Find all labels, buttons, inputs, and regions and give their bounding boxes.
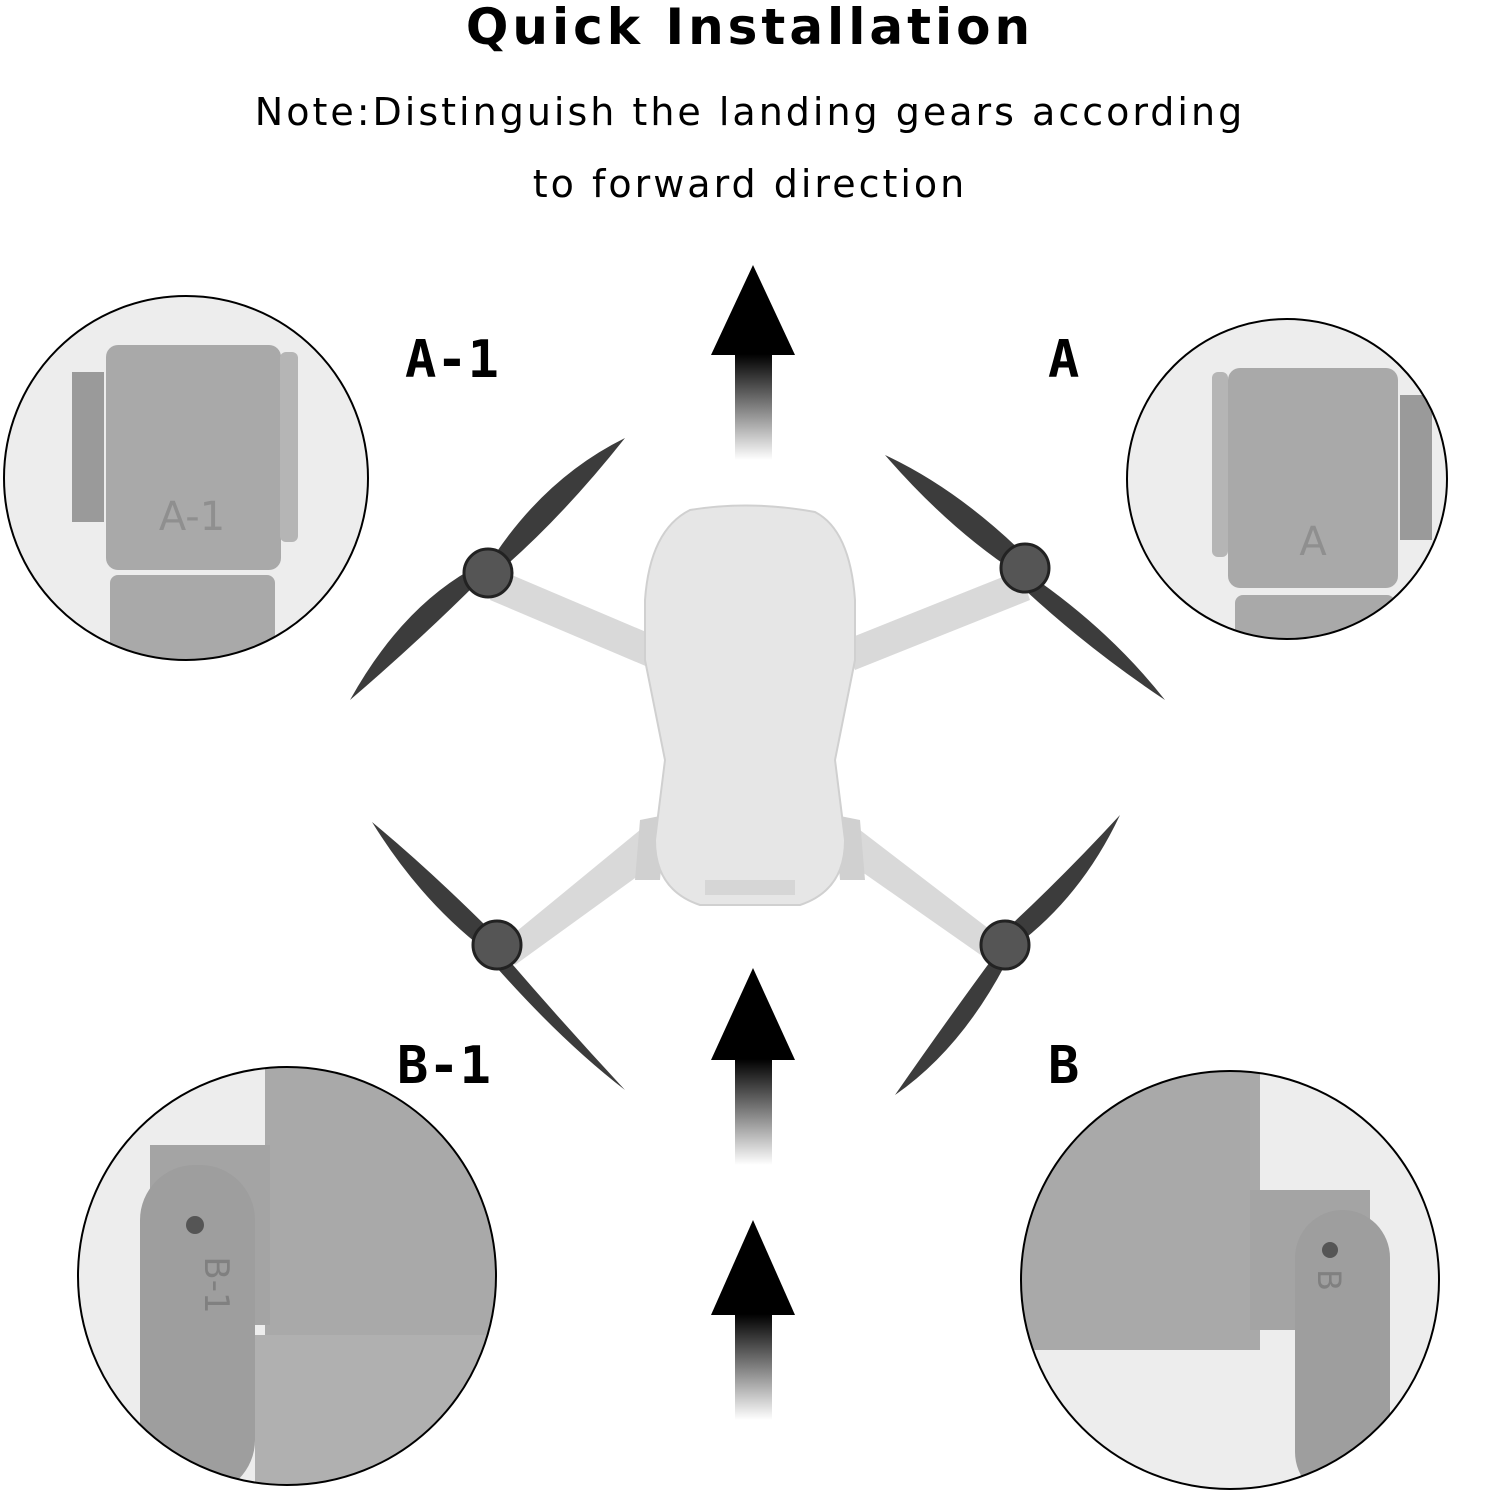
gear-engraving: A-1 <box>159 494 225 540</box>
gear-engraving: B <box>1310 1269 1348 1291</box>
closeup-a1: A-1 <box>3 295 369 661</box>
note-line-1: Note:Distinguish the landing gears accor… <box>254 90 1246 134</box>
gear-engraving: A <box>1299 519 1327 565</box>
note-line-2: to forward direction <box>532 162 968 206</box>
page-title: Quick Installation <box>465 0 1035 56</box>
closeup-b: B <box>1020 1070 1440 1490</box>
drone-image <box>350 438 1165 1095</box>
label-a: A <box>1048 330 1080 390</box>
label-b: B <box>1048 1036 1080 1096</box>
forward-arrow-icon <box>711 1220 795 1420</box>
forward-arrow-icon <box>711 968 795 1165</box>
forward-arrow-icon <box>711 265 795 460</box>
label-b1: B-1 <box>397 1036 491 1096</box>
closeup-a: A <box>1126 318 1448 640</box>
closeup-b1: B-1 <box>77 1066 497 1486</box>
label-a1: A-1 <box>405 330 499 390</box>
gear-engraving: B-1 <box>196 1256 236 1313</box>
